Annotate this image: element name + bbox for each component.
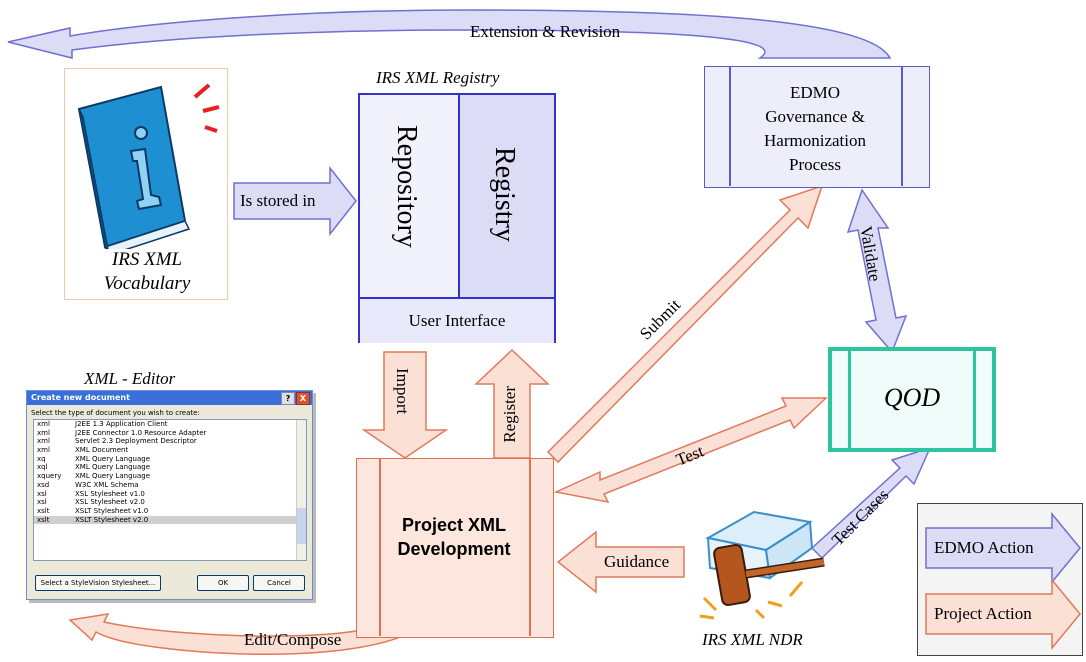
cancel-button[interactable]: Cancel [253,575,305,591]
scrollbar-thumb[interactable] [297,508,306,544]
list-item[interactable]: xsl XSL Stylesheet v1.0 [34,490,306,499]
legend-edmo-label: EDMO Action [934,538,1034,557]
info-book-icon [77,83,220,249]
project-divider-right [529,459,531,636]
edmo-divider-left [729,67,731,186]
ok-button[interactable]: OK [197,575,249,591]
help-icon[interactable]: ? [281,392,295,405]
list-item-name: XML Query Language [75,463,151,472]
list-item[interactable]: xsd W3C XML Schema [34,481,306,490]
list-item-name: J2EE 1.3 Application Client [75,420,168,428]
edit-compose-label: Edit/Compose [244,630,342,649]
extension-revision-label: Extension & Revision [470,22,621,41]
edmo-line1: EDMO [789,83,841,102]
edmo-line4: Process [789,155,841,174]
list-scrollbar[interactable] [296,420,306,560]
list-item[interactable]: xslt XSLT Stylesheet v2.0 [34,515,306,525]
dialog-title: Create new document [31,393,130,402]
list-item-name: XML Query Language [75,454,151,463]
import-label: Import [393,368,412,415]
user-interface-label: User Interface [408,311,506,330]
import-arrow [361,351,449,459]
list-item-extension: xql [37,463,48,472]
ndr-label: IRS XML NDR [702,630,803,649]
register-label: Register [500,386,519,443]
repository-panel: Repository [360,95,460,297]
list-item-extension: xml [37,437,50,446]
registry-panel: Registry [460,95,554,297]
list-item-extension: xquery [37,472,62,481]
list-item-extension: xml [37,446,50,455]
project-line1: Project XML [401,515,507,535]
extension-revision-arrow [7,9,892,59]
submit-arrow [546,184,824,464]
list-item-name: XML Query Language [75,472,151,481]
register-arrow [474,348,550,459]
test-cases-arrow [810,446,932,560]
list-item-extension: xsl [37,498,47,507]
project-line2: Development [397,539,511,559]
stylevision-button[interactable]: Select a StyleVision Stylesheet... [35,575,161,591]
user-interface-panel: User Interface [360,297,554,343]
list-item[interactable]: xslt XSLT Stylesheet v1.0 [34,507,306,516]
qod-divider-left [848,351,851,448]
vocabulary-label-line1: IRS XML [111,249,183,270]
edmo-divider-right [901,67,903,186]
dialog-prompt: Select the type of document you wish to … [31,409,200,417]
gavel-book-icon [699,510,825,620]
edmo-line2: Governance & [765,107,865,126]
list-item[interactable]: xsl XSL Stylesheet v2.0 [34,498,306,507]
list-item-extension: xml [37,420,50,428]
qod-box: QOD [828,347,996,452]
vocabulary-label-line2: Vocabulary [103,273,191,294]
list-item-name: W3C XML Schema [75,480,139,489]
edmo-process-box: EDMO Governance & Harmonization Process [704,66,930,188]
edmo-line3: Harmonization [764,131,866,150]
list-item-extension: xslt [37,515,50,524]
list-item-name: XSL Stylesheet v1.0 [75,489,145,498]
list-item-extension: xsd [37,480,50,489]
create-document-dialog: Create new document ? X Select the type … [26,390,313,600]
list-item[interactable]: xq XML Query Language [34,455,306,464]
vocabulary-box: IRS XML Vocabulary [64,68,228,300]
list-item[interactable]: xml J2EE 1.3 Application Client [34,420,306,429]
list-item-name: J2EE Connector 1.0 Resource Adapter [75,428,207,437]
xml-editor-title: XML - Editor [84,369,176,388]
list-item[interactable]: xquery XML Query Language [34,472,306,481]
project-development-box: Project XML Development [356,458,554,638]
list-item-name: Servlet 2.3 Deployment Descriptor [75,437,197,446]
close-icon[interactable]: X [296,392,310,405]
guidance-label: Guidance [604,552,670,571]
list-item-extension: xml [37,428,50,437]
guidance-arrow [556,530,685,594]
list-item-extension: xsl [37,489,47,498]
test-arrow [553,397,828,504]
list-item[interactable]: xml Servlet 2.3 Deployment Descriptor [34,437,306,446]
list-item-extension: xslt [37,506,50,515]
list-item-name: XSLT Stylesheet v1.0 [75,506,149,515]
list-item-extension: xq [37,454,46,463]
list-item[interactable]: xml XML Document [34,446,306,455]
list-item-name: XSLT Stylesheet v2.0 [75,515,149,524]
registry-title: IRS XML Registry [376,68,500,87]
registry-box: Repository Registry User Interface [358,93,556,343]
list-item-name: XML Document [75,446,129,455]
qod-divider-right [973,351,976,448]
dialog-titlebar: Create new document ? X [27,391,312,405]
project-divider-left [379,459,381,636]
registry-label: Registry [489,147,520,242]
list-item[interactable]: xml J2EE Connector 1.0 Resource Adapter [34,429,306,438]
list-item[interactable]: xql XML Query Language [34,463,306,472]
qod-label: QOD [883,383,941,412]
list-item-name: XSL Stylesheet v2.0 [75,498,145,507]
is-stored-in-arrow [233,165,357,237]
is-stored-in-label: Is stored in [240,191,316,210]
repository-label: Repository [391,125,422,248]
legend-project-label: Project Action [934,604,1032,623]
